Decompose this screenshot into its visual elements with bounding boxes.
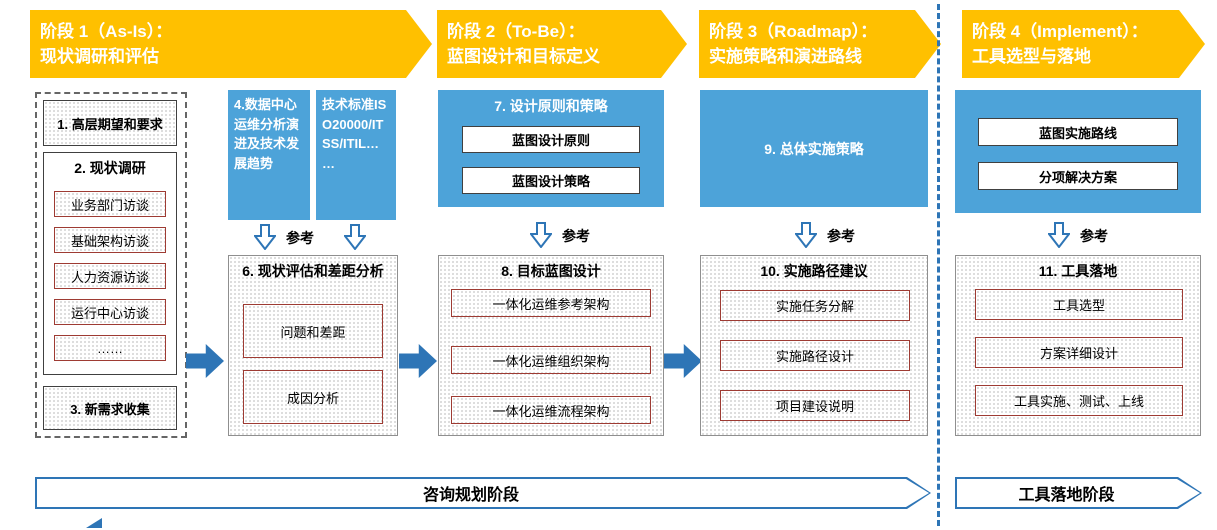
implementation-path-title: 10. 实施路径建议	[760, 263, 868, 279]
tool-phase-label: 工具落地阶段	[1018, 487, 1115, 504]
route-item: 蓝图实施路线	[978, 118, 1178, 146]
survey-item: 运行中心访谈	[54, 299, 166, 325]
design-principles-item: 蓝图设计策略	[462, 167, 640, 194]
consulting-phase-arrow-fill	[37, 479, 929, 507]
survey-item: 人力资源访谈	[54, 263, 166, 289]
survey-title: 2. 现状调研	[74, 160, 146, 176]
survey-item: ……	[54, 335, 166, 361]
tool-item: 工具实施、测试、上线	[975, 385, 1183, 416]
tool-landing-title: 11. 工具落地	[1038, 263, 1118, 279]
path-item: 实施任务分解	[720, 290, 910, 321]
survey-item: 业务部门访谈	[54, 191, 166, 217]
phase-3-title-line2: 实施策略和演进路线	[709, 47, 862, 66]
tool-phase-arrow-fill	[957, 479, 1200, 507]
path-item: 项目建设说明	[720, 390, 910, 421]
phase-2-title-line1: 阶段 2（To-Be）：	[447, 21, 585, 41]
blueprint-item: 一体化运维参考架构	[451, 289, 651, 317]
down-arrow-icon	[1046, 222, 1072, 253]
consulting-phase-arrow: 咨询规划阶段	[35, 477, 931, 509]
decorative-mark	[86, 518, 102, 528]
tool-item: 方案详细设计	[975, 337, 1183, 368]
phase-4-title-line2: 工具选型与落地	[972, 47, 1091, 66]
new-requirements-box: 3. 新需求收集	[43, 386, 177, 430]
phase-3-title-line1: 阶段 3（Roadmap）：	[709, 21, 878, 41]
blueprint-route-box: 蓝图实施路线 分项解决方案	[955, 90, 1201, 213]
phase-banner-3: 阶段 3（Roadmap）： 实施策略和演进路线	[699, 10, 941, 78]
blueprint-item: 一体化运维流程架构	[451, 396, 651, 424]
survey-item: 基础架构访谈	[54, 227, 166, 253]
right-arrow-icon	[664, 344, 702, 378]
tool-landing-box: 11. 工具落地 工具选型 方案详细设计 工具实施、测试、上线	[955, 255, 1201, 436]
down-arrow-icon	[342, 224, 368, 255]
blueprint-item: 一体化运维组织架构	[451, 346, 651, 374]
phase-1-title-line1: 阶段 1（As-Is）：	[40, 21, 173, 41]
reference-label: 参考	[827, 228, 855, 244]
survey-box: 2. 现状调研 业务部门访谈 基础架构访谈 人力资源访谈 运行中心访谈 ……	[43, 152, 177, 375]
phase-2-title-line2: 蓝图设计和目标定义	[447, 47, 600, 66]
phase-4-title-line1: 阶段 4（Implement）：	[972, 21, 1148, 41]
reference-label: 参考	[562, 228, 590, 244]
assessment-title: 6. 现状评估和差距分析	[242, 263, 384, 279]
phase-divider-line	[937, 4, 940, 526]
reference-label: 参考	[286, 230, 314, 246]
assessment-item: 问题和差距	[243, 304, 383, 358]
design-principles-item: 蓝图设计原则	[462, 126, 640, 153]
path-item: 实施路径设计	[720, 340, 910, 371]
implementation-path-box: 10. 实施路径建议 实施任务分解 实施路径设计 项目建设说明	[700, 255, 928, 436]
right-arrow-icon	[399, 344, 437, 378]
datacenter-trends-box: 4.数据中心运维分析演进及技术发展趋势	[228, 90, 310, 220]
assessment-box: 6. 现状评估和差距分析 问题和差距 成因分析	[228, 255, 398, 436]
down-arrow-icon	[793, 222, 819, 253]
phase-banner-1: 阶段 1（As-Is）： 现状调研和评估	[30, 10, 432, 78]
as-is-group: 1. 高层期望和要求 2. 现状调研 业务部门访谈 基础架构访谈 人力资源访谈 …	[35, 92, 187, 438]
phase-banner-2: 阶段 2（To-Be）： 蓝图设计和目标定义	[437, 10, 687, 78]
phase-banner-4: 阶段 4（Implement）： 工具选型与落地	[962, 10, 1205, 78]
design-principles-title: 7. 设计原则和策略	[494, 98, 608, 114]
overall-strategy-box: 9. 总体实施策略	[700, 90, 928, 207]
blueprint-design-box: 8. 目标蓝图设计 一体化运维参考架构 一体化运维组织架构 一体化运维流程架构	[438, 255, 664, 436]
assessment-item: 成因分析	[243, 370, 383, 424]
route-item: 分项解决方案	[978, 162, 1178, 190]
right-arrow-icon	[186, 344, 224, 378]
tool-phase-arrow: 工具落地阶段	[955, 477, 1202, 509]
consulting-phase-label: 咨询规划阶段	[422, 487, 519, 504]
down-arrow-icon	[252, 224, 278, 255]
blueprint-design-title: 8. 目标蓝图设计	[501, 263, 601, 279]
tech-standards-box: 技术标准ISO20000/ITSS/ITIL… …	[316, 90, 396, 220]
phase-1-title-line2: 现状调研和评估	[40, 47, 159, 66]
tool-item: 工具选型	[975, 289, 1183, 320]
expectations-box: 1. 高层期望和要求	[43, 100, 177, 146]
down-arrow-icon	[528, 222, 554, 253]
reference-label: 参考	[1080, 228, 1108, 244]
